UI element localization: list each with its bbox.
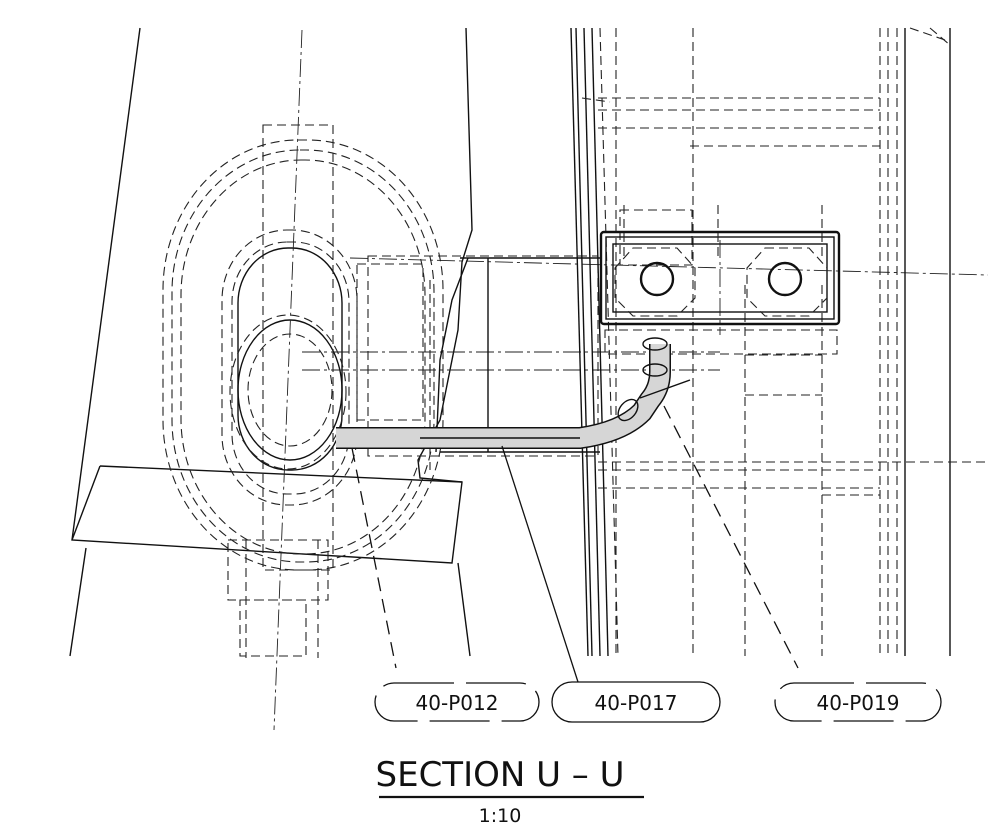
callout-label: 40-P012: [416, 691, 499, 715]
leader-40-P019: [663, 405, 799, 669]
bracket-box: [599, 205, 841, 355]
slot-eye: [162, 124, 444, 658]
leader-lines: [351, 405, 799, 683]
leader-40-P017: [501, 445, 579, 683]
section-title: SECTION U – U: [376, 755, 625, 795]
section-scale: 1:10: [479, 805, 522, 827]
callout-40-P012[interactable]: 40-P012: [374, 682, 540, 722]
leader-40-P012: [351, 447, 397, 669]
pipe: [336, 337, 691, 449]
callout-label: 40-P019: [817, 691, 900, 715]
vertical-plates: [570, 27, 619, 657]
left-member: [69, 27, 473, 657]
callout-40-P019[interactable]: 40-P019: [774, 682, 942, 722]
center-lines: [273, 29, 988, 731]
callout-label: 40-P017: [595, 691, 678, 715]
section-title-block: SECTION U – U 1:10: [376, 755, 644, 827]
callout-40-P017[interactable]: 40-P017: [551, 681, 721, 723]
middle-plates: [356, 255, 600, 470]
